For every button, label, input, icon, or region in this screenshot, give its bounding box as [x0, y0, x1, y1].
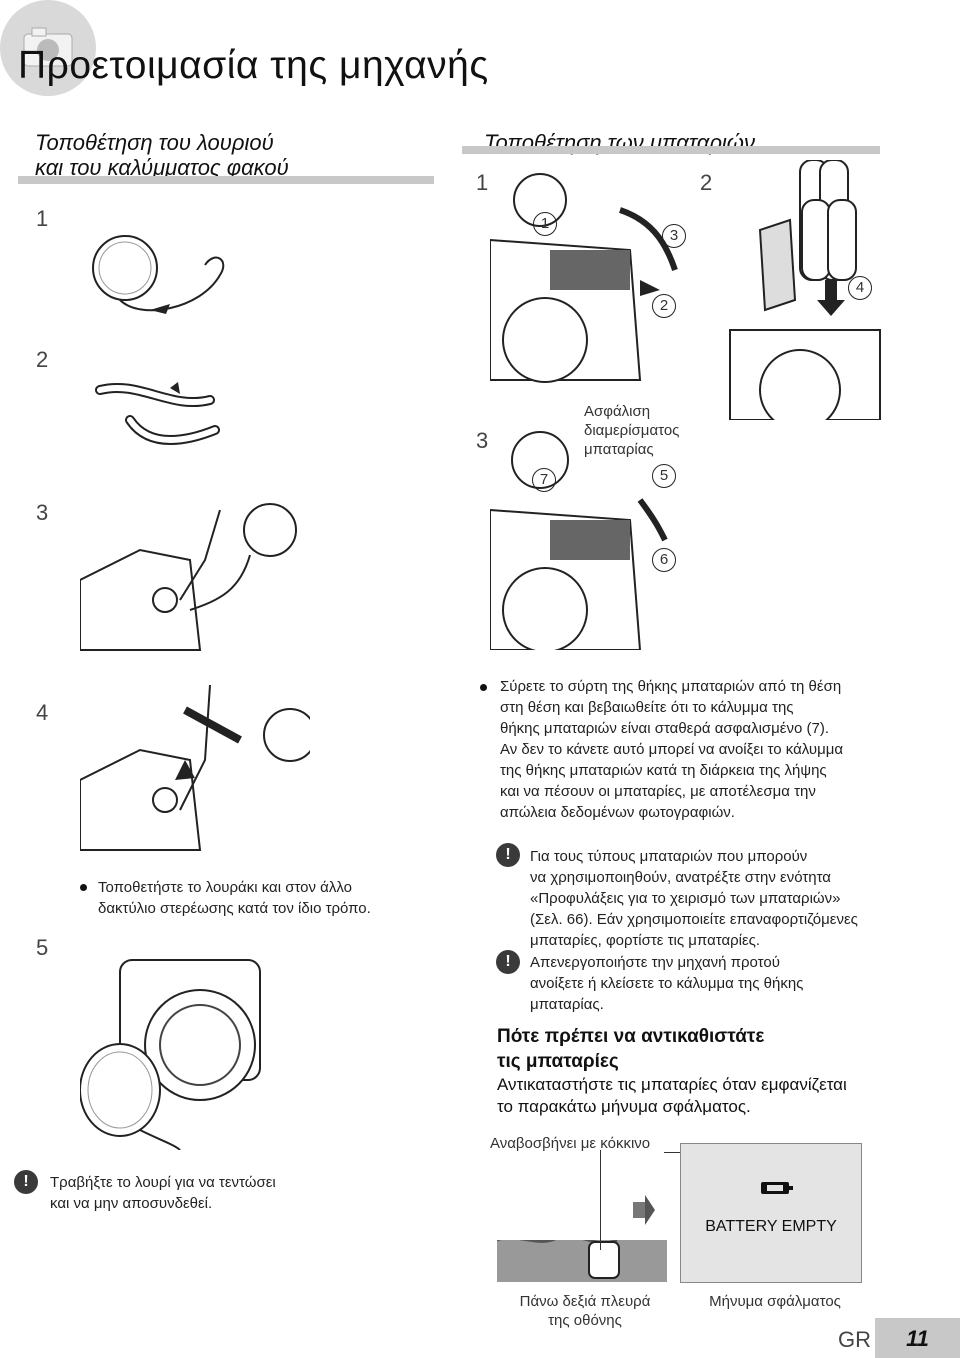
open-battery-cover-illustration	[490, 173, 678, 383]
section-divider	[462, 146, 880, 154]
battery-icon-tip	[789, 1186, 793, 1190]
bullet	[80, 884, 87, 891]
strap-note: Τραβήξτε το λουρί για να τεντώσει και να…	[50, 1174, 276, 1212]
step-number: 3	[36, 500, 49, 525]
leader-line	[664, 1152, 684, 1153]
strap-section-title: Τοποθέτηση του λουριού και του καλύμματο…	[35, 130, 289, 180]
marker: 1	[533, 212, 557, 236]
page-number: 11	[906, 1326, 929, 1351]
camera-badge-icon	[0, 0, 96, 96]
warning-icon: !	[14, 1170, 38, 1194]
marker: 7	[532, 468, 556, 492]
battery-lock-instruction: Σύρετε το σύρτη της θήκης μπαταριών από …	[500, 678, 844, 821]
marker: 2	[652, 294, 676, 318]
camera-strap-attach-illustration	[80, 503, 297, 651]
lens-cap-camera-illustration	[80, 959, 261, 1150]
screen-caption: Πάνω δεξιά πλευρά της οθόνης	[519, 1293, 651, 1329]
lens-cap-strap-illustration	[92, 235, 225, 314]
step-number: 1	[36, 206, 49, 231]
warning-icon: !	[496, 950, 520, 974]
error-caption: Μήνυμα σφάλματος	[709, 1293, 841, 1310]
marker: 4	[848, 276, 872, 300]
marker: 6	[652, 548, 676, 572]
error-message: BATTERY EMPTY	[705, 1218, 837, 1235]
insert-batteries-illustration	[729, 160, 881, 420]
error-screen: BATTERY EMPTY	[680, 1143, 862, 1283]
marker: 5	[652, 464, 676, 488]
page-number-box: 11	[875, 1318, 960, 1358]
power-off-caution: Απενεργοποιήστε την μηχανή προτού ανοίξε…	[530, 954, 804, 1013]
step-number: 3	[476, 428, 489, 453]
replace-batteries-heading: Πότε πρέπει να αντικαθιστάτε τις μπαταρί…	[497, 1026, 765, 1072]
page-title: Προετοιμασία της μηχανής	[18, 44, 489, 87]
leader-line	[600, 1150, 601, 1250]
replace-batteries-text: Αντικαταστήστε τις μπαταρίες όταν εμφανί…	[497, 1075, 847, 1116]
battery-icon	[761, 1182, 789, 1194]
screen-corner-illustration	[497, 1160, 667, 1282]
marker: 3	[662, 224, 686, 248]
step-number: 1	[476, 170, 489, 195]
strap-loop-illustration	[95, 382, 220, 445]
section-divider	[18, 176, 434, 184]
battery-lock-callout: Ασφάλιση διαμερίσματος μπαταρίας	[584, 403, 680, 458]
blink-red-label: Αναβοσβήνει με κόκκινο	[490, 1135, 651, 1152]
step-number: 5	[36, 935, 49, 960]
step-number: 2	[700, 170, 713, 195]
step-number: 4	[36, 700, 49, 725]
step-number: 2	[36, 347, 49, 372]
strap-tighten-illustration	[80, 684, 310, 851]
battery-type-caution: Για τους τύπους μπαταριών που μπορούν να…	[530, 848, 858, 949]
step5-instruction: Τοποθετήστε το λουράκι και στον άλλο δακ…	[98, 879, 371, 917]
language-label: GR	[838, 1327, 871, 1352]
close-battery-cover-illustration	[490, 431, 668, 650]
bullet	[480, 684, 487, 691]
warning-icon: !	[496, 843, 520, 867]
